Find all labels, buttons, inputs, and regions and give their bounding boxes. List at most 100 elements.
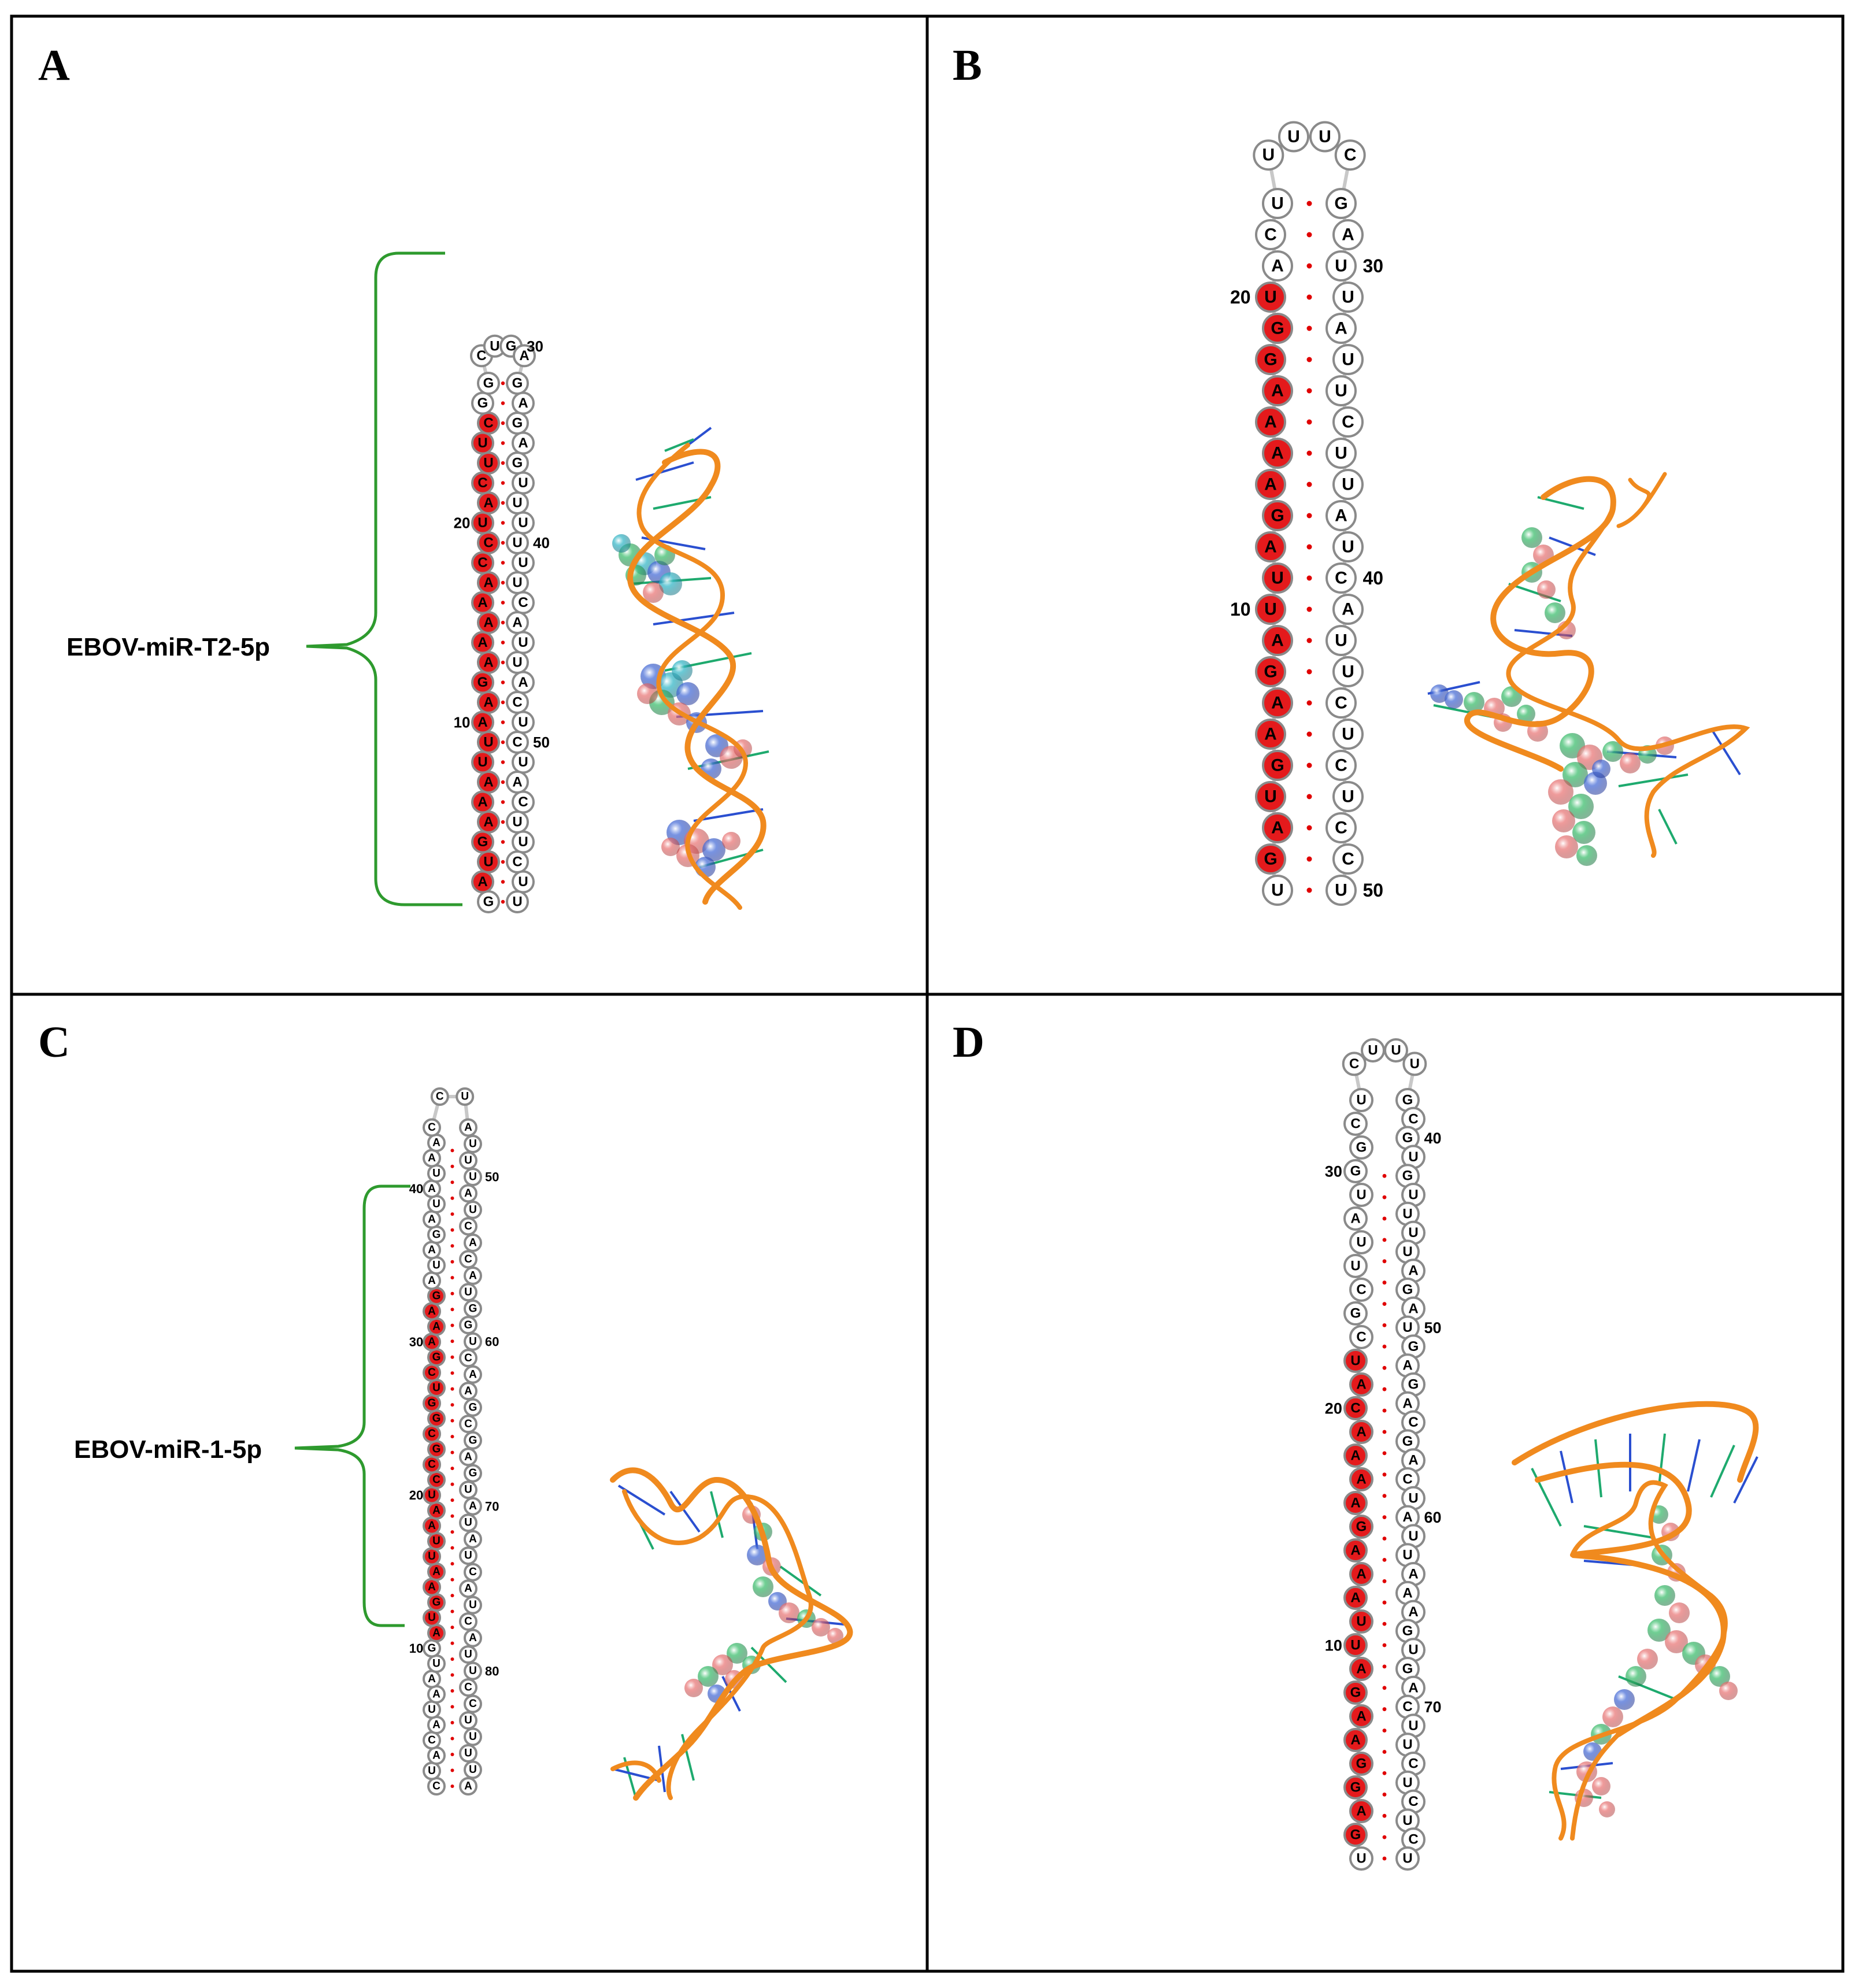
base-pair-dot — [450, 1753, 454, 1756]
nucleotide-letter: A — [428, 1336, 436, 1348]
nucleotide-letter: A — [483, 815, 493, 830]
base-pair-dot — [501, 800, 505, 804]
nucleotide-letter: A — [1350, 1448, 1360, 1464]
nucleotide: C — [1255, 219, 1286, 250]
nucleotide: A — [513, 344, 536, 368]
nucleotide: A — [464, 1497, 482, 1516]
nucleotide-circle — [464, 1530, 482, 1549]
nucleotide-letter: G — [1271, 319, 1284, 338]
nucleotide: C — [1325, 750, 1357, 781]
nucleotide-letter: G — [1402, 1623, 1413, 1639]
panel-c-3d-backbone-ribbon-2 — [610, 1489, 813, 1800]
nucleotide: A — [1349, 1704, 1373, 1728]
nucleotide-letter: A — [432, 1750, 440, 1762]
base-pair-dot — [1382, 1451, 1387, 1456]
nucleotide: C — [1343, 1396, 1368, 1420]
nucleotide-circle — [1349, 1278, 1373, 1302]
nucleotide: U — [1395, 1846, 1420, 1871]
nucleotide: C — [1349, 1278, 1373, 1302]
nucleotide-letter: A — [1356, 1424, 1366, 1440]
nucleotide: U — [1401, 1713, 1426, 1738]
nucleotide: A — [1349, 1420, 1373, 1444]
nucleotide-letter: C — [432, 1474, 440, 1486]
base-pair-dot — [1382, 1173, 1387, 1178]
base-pair-dot — [501, 601, 505, 605]
nucleotide-letter: A — [469, 1500, 477, 1512]
mature-nucleotide-circle — [1349, 1752, 1373, 1776]
nucleotide-letter: A — [469, 1632, 477, 1644]
base-pair-dot — [501, 421, 505, 425]
nucleotide-letter: C — [518, 794, 528, 810]
nucleotide-circle — [513, 344, 536, 368]
nucleotide: U — [1401, 1486, 1426, 1511]
nucleotide-letter: A — [1271, 819, 1284, 838]
nucleotide: C — [512, 591, 535, 614]
nucleotide-letter: U — [1350, 1353, 1360, 1369]
base-pair-dot — [1306, 762, 1312, 768]
nucleotide: A — [1401, 1448, 1426, 1473]
nucleotide: U — [464, 1135, 482, 1153]
base-pair-dot — [501, 461, 505, 465]
nucleotide-letter: A — [512, 775, 522, 790]
base-pair-dot — [1306, 482, 1312, 487]
nucleotide-letter: U — [432, 1658, 440, 1670]
nucleotide: U — [1332, 469, 1364, 500]
panel-a-mirna-bracket — [306, 251, 462, 906]
base-pair-dot — [1306, 794, 1312, 799]
nucleotide-letter: A — [428, 1581, 436, 1593]
nucleotide-letter: U — [1271, 881, 1284, 900]
nucleotide-letter: A — [1271, 631, 1284, 650]
nucleotide-letter: U — [464, 1748, 472, 1760]
nucleotide: A — [423, 1241, 441, 1260]
base-pair-dot — [450, 1164, 454, 1168]
nucleotide-letter: U — [432, 1382, 440, 1394]
nucleotide: C — [430, 1087, 449, 1106]
panel-a-3d-model — [612, 427, 769, 910]
nucleotide: U — [1332, 656, 1364, 687]
nucleotide-letter: U — [432, 1535, 440, 1548]
base-pair-dot — [450, 1785, 454, 1788]
nucleotide: A — [464, 1628, 482, 1648]
panel-b-frame — [925, 14, 1845, 996]
nucleotide-letter: A — [428, 1305, 436, 1317]
nucleotide-letter: C — [1342, 413, 1354, 432]
nucleotide-letter: G — [1402, 1661, 1413, 1677]
base-pair-dot — [501, 541, 505, 545]
base-pair-dot — [1306, 544, 1312, 550]
nucleotide-letter: U — [1335, 444, 1347, 463]
nucleotide-letter: A — [477, 635, 487, 650]
nucleotide-letter: U — [1410, 1056, 1420, 1072]
nucleotide: U — [1395, 1732, 1420, 1757]
position-label: 60 — [1424, 1509, 1442, 1526]
mature-nucleotide-circle — [1343, 1680, 1368, 1705]
nucleotide: G — [427, 1440, 446, 1458]
nucleotide: G — [1395, 1126, 1420, 1150]
nucleotide-letter: C — [1342, 850, 1354, 869]
nucleotide: U — [1384, 1038, 1408, 1063]
nucleotide-letter: U — [512, 894, 522, 910]
nucleotide: C — [423, 1731, 441, 1750]
nucleotide-letter: G — [1356, 1519, 1367, 1535]
nucleotide: G — [1343, 1823, 1368, 1847]
nucleotide: A — [1343, 1443, 1368, 1468]
panel-d-frame — [925, 993, 1845, 1973]
nucleotide-circle — [1332, 219, 1364, 250]
nucleotide: C — [464, 1563, 482, 1582]
base-pair-dot — [501, 680, 505, 684]
nucleotide: U — [464, 1595, 482, 1615]
nucleotide: A — [477, 651, 500, 674]
nucleotide-letter: A — [464, 1187, 472, 1200]
panel-c-letter: C — [38, 1018, 70, 1067]
nucleotide: A — [1343, 1586, 1368, 1610]
nucleotide: U — [506, 890, 529, 913]
nucleotide-letter: A — [1356, 1472, 1366, 1487]
nucleotide-letter: U — [1402, 1775, 1412, 1790]
nucleotide-letter: G — [1356, 1756, 1367, 1772]
nucleotide-letter: C — [512, 735, 522, 750]
nucleotide-circle — [1262, 250, 1293, 282]
nucleotide-circle — [1325, 375, 1357, 406]
nucleotide-letter: G — [512, 416, 523, 431]
position-label: 50 — [1424, 1319, 1442, 1337]
nucleotide-letter: U — [428, 1765, 436, 1777]
nucleotide: U — [506, 651, 529, 674]
